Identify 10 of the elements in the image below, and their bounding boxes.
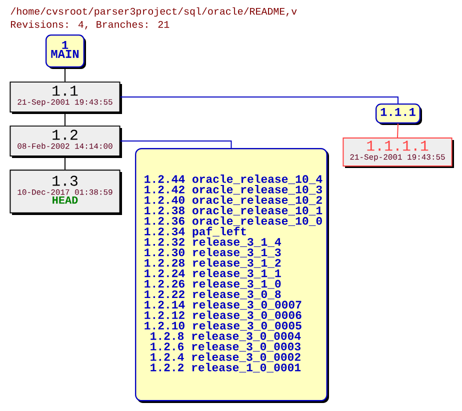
branch-list-box: 1.2.44 oracle_release_10_4 1.2.42 oracle_release_10_3 1.2.40 oracle_release_10_2 1.2.38 oracle_release_10_1 1.2.36 oracle_release_10_0 1.2.34 paf_left 1.2.32 release_3_1_4 1.2.30 release_3_1_3 1.2.28 release_3_1_2 1.2.24 release_3_1_1 1.2.26 release_3_1_0 1.2.22 release_3_0_8 1.2.14 release_3_0_0007 1.2.12 release_3_0_0006 1.2.10 release_3_0_0005 1.2.8 release_3_0_0004 1.2.6 release_3_0_0003 1.2.4 release_3_0_0002 1.2.2 release_1_0_0001 xyxy=(135,148,329,403)
connector-line xyxy=(397,123,398,138)
connector-line xyxy=(64,156,66,170)
connector-line xyxy=(64,112,66,126)
connector-line xyxy=(120,96,398,104)
branch-tag: 1.1.1 xyxy=(375,103,422,125)
file-path: /home/cvsroot/parser3project/sql/oracle/README,v xyxy=(10,7,297,17)
branch-tag: 1 MAIN xyxy=(45,34,86,69)
connector-line xyxy=(120,140,232,148)
connector-line xyxy=(64,67,66,82)
